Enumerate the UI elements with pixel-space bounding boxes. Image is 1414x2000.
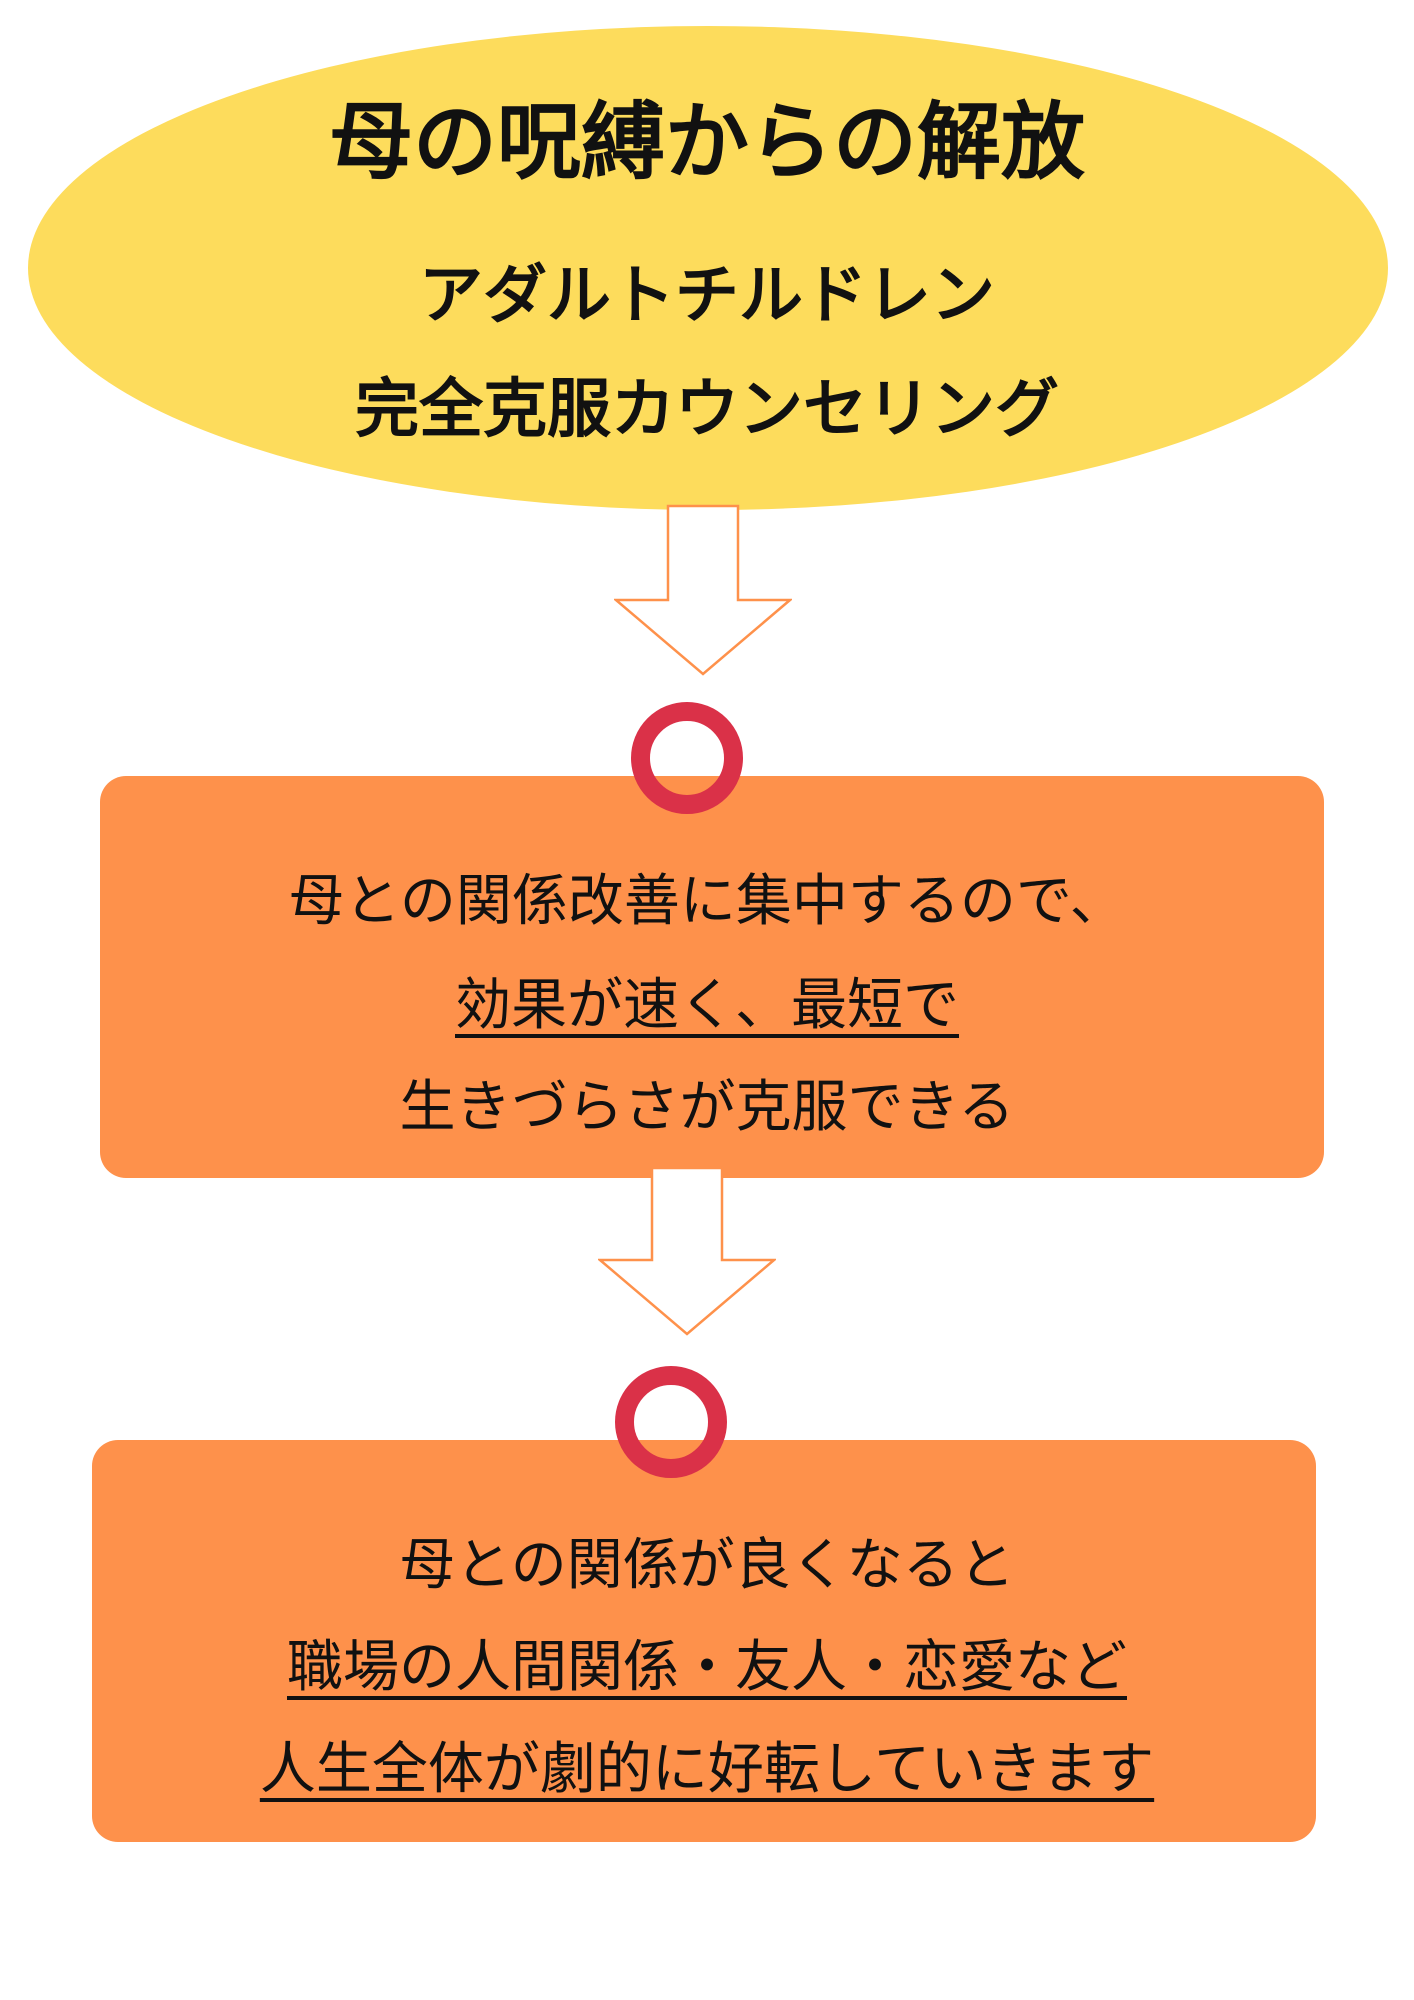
circle-mark-icon	[615, 1366, 727, 1478]
page-title: 母の呪縛からの解放	[328, 93, 1085, 191]
subtitle-line-2: 完全克服カウンセリング	[355, 373, 1059, 447]
subtitle-line-1: アダルトチルドレン	[419, 259, 995, 333]
header-ellipse	[28, 26, 1388, 510]
step-2-line-3: 人生全体が劇的に好転していきます	[259, 1737, 1155, 1802]
step-2-line-1: 母との関係が良くなると	[399, 1533, 1015, 1598]
step-2-line-2: 職場の人間関係・友人・恋愛など	[287, 1635, 1127, 1700]
circle-mark-icon	[631, 702, 743, 814]
step-1-line-1: 母との関係改善に集中するので、	[288, 869, 1126, 934]
down-arrow-icon	[614, 504, 792, 676]
down-arrow-icon	[598, 1166, 776, 1336]
step-2-box	[92, 1440, 1316, 1842]
step-1-box	[100, 776, 1324, 1178]
step-1-line-2: 効果が速く、最短で	[455, 973, 959, 1038]
step-1-line-3: 生きづらさが克服できる	[399, 1075, 1015, 1140]
